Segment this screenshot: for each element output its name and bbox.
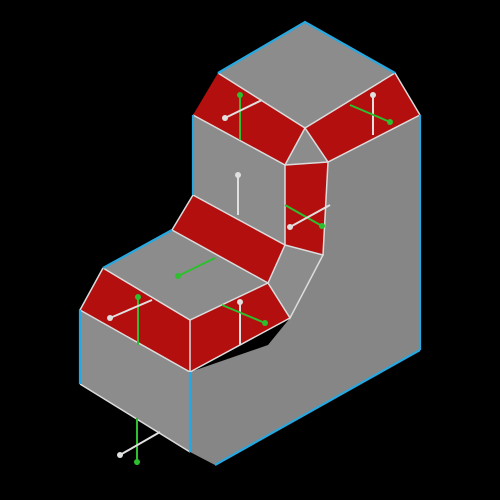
normal-vector-triad-icon bbox=[221, 299, 268, 345]
edge-blue bbox=[102, 229, 173, 269]
chamfer-upper-right bbox=[305, 73, 420, 162]
edge-blue bbox=[217, 20, 396, 74]
step-transition-face bbox=[268, 245, 323, 318]
normal-vector-triad-icon bbox=[222, 92, 263, 140]
normal-vector-triad-icon bbox=[175, 257, 216, 279]
normal-vector-triad-icon bbox=[107, 294, 153, 345]
highlighted-edges bbox=[78, 20, 422, 466]
left-lower-face bbox=[80, 310, 190, 452]
top-lower-face bbox=[103, 230, 268, 320]
edge bbox=[170, 194, 286, 285]
edge bbox=[284, 161, 329, 166]
chamfer-upper-left bbox=[193, 73, 305, 165]
edge-blue bbox=[214, 349, 421, 466]
chamfer-upper-corner bbox=[285, 128, 328, 165]
chamfer-vertical-mid bbox=[285, 162, 328, 255]
normal-vector-triad-icon bbox=[284, 204, 331, 230]
chamfer-lower-left bbox=[80, 268, 190, 372]
normal-vector-triad-icon bbox=[349, 92, 393, 135]
edge bbox=[192, 114, 421, 167]
chamfer-step bbox=[172, 195, 285, 283]
edge bbox=[79, 383, 191, 453]
normal-vector-triad-icon bbox=[235, 172, 241, 215]
normal-vector-triad-icon bbox=[117, 418, 161, 465]
